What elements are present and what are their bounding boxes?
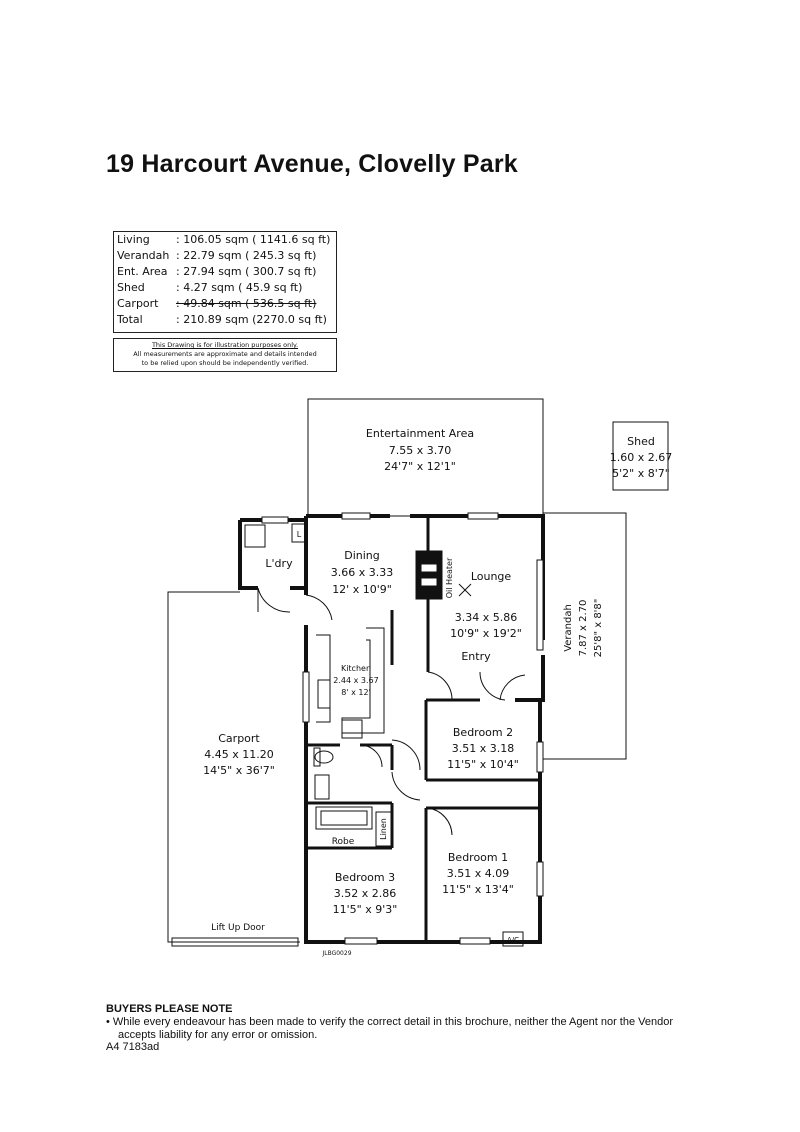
bedroom2-name: Bedroom 2 [453,726,513,739]
area-label: Verandah [117,249,170,262]
lift-up-door-label: Lift Up Door [211,923,265,933]
area-value: : 106.05 sqm ( 1141.6 sq ft) [176,233,331,246]
bedroom1-name: Bedroom 1 [448,851,508,864]
drawing-ref-label: JLBG0029 [321,950,351,957]
area-row-ent-area: Ent. Area : 27.94 sqm ( 300.7 sq ft) [114,264,336,280]
area-label: Living [117,233,150,246]
buyers-note-heading: BUYERS PLEASE NOTE [106,1003,233,1015]
area-value: : 4.27 sqm ( 45.9 sq ft) [176,281,303,294]
lift-up-door [171,937,299,947]
page-title: 19 Harcourt Avenue, Clovelly Park [106,150,518,178]
buyers-note: BUYERS PLEASE NOTE • While every endeavo… [106,1003,708,1042]
lounge-metric: 3.34 x 5.86 [455,611,518,624]
area-row-total: Total : 210.89 sqm (2270.0 sq ft) [114,312,336,328]
laundry-name: L'dry [265,557,293,570]
kitchen-sink [317,679,331,709]
kitchen-bench-left [316,634,331,723]
area-value: : 210.89 sqm (2270.0 sq ft) [176,313,327,326]
ent-area-imperial: 24'7" x 12'1" [384,460,456,473]
carport-name: Carport [218,732,260,745]
bedroom1-imperial: 11'5" x 13'4" [442,883,514,896]
robe-label: Robe [332,837,355,847]
bedroom2-metric: 3.51 x 3.18 [452,742,515,755]
toilet [314,750,334,764]
bedroom3-name: Bedroom 3 [335,871,395,884]
oil-heater-label: Oil Heater [445,557,454,598]
area-value: : 49.84 sqm ( 536.5 sq ft) [176,297,317,310]
shed-outline [612,421,669,491]
area-label: Shed [117,281,145,294]
kitchen-name: Kitchen [341,664,371,673]
bath [315,806,373,830]
fixtures [244,523,524,947]
carport-outline [167,591,300,943]
ac-unit [502,931,524,947]
disclaimer-line: to be relied upon should be independentl… [141,359,309,367]
disclaimer-line: All measurements are approximate and det… [133,350,317,358]
verandah-outline [543,512,627,760]
cooktop [341,719,363,739]
door-swings [257,587,526,836]
disclaimer-line: This Drawing is for illustration purpose… [151,341,299,349]
ac-label: A/C [507,936,519,944]
buyers-note-text: • While every endeavour has been made to… [106,1016,674,1041]
area-label: Ent. Area [117,265,168,278]
bedroom3-imperial: 11'5" x 9'3" [333,903,398,916]
bedroom2-imperial: 11'5" x 10'4" [447,758,519,771]
linen-label: Linen [379,818,388,840]
entertainment-area-outline [307,398,544,517]
dining-metric: 3.66 x 3.33 [331,566,394,579]
dining-name: Dining [344,549,380,562]
dining-imperial: 12' x 10'9" [332,583,392,596]
shed-metric: 1.60 x 2.67 [610,451,673,464]
brochure-reference: A4 7183ad [106,1041,160,1053]
area-row-living: Living : 106.05 sqm ( 1141.6 sq ft) [114,232,336,248]
interior-walls [308,516,540,942]
verandah-name: Verandah [563,604,574,652]
verandah-imperial: 25'8" x 8'8" [593,599,604,658]
area-summary-table: Living : 106.05 sqm ( 1141.6 sq ft) Veran… [113,231,337,333]
area-label: Carport [117,297,159,310]
area-value: : 27.94 sqm ( 300.7 sq ft) [176,265,317,278]
carport-imperial: 14'5" x 36'7" [203,764,275,777]
kitchen-imperial: 8' x 12' [341,688,371,697]
ent-area-metric: 7.55 x 3.70 [389,444,452,457]
entry-label: Entry [461,650,491,663]
basin [314,774,330,800]
fireplace [415,550,443,600]
area-row-shed: Shed : 4.27 sqm ( 45.9 sq ft) [114,280,336,296]
bedroom3-metric: 3.52 x 2.86 [334,887,397,900]
lounge-imperial: 10'9" x 19'2" [450,627,522,640]
kitchen-metric: 2.44 x 3.67 [333,676,378,685]
disclaimer-box: This Drawing is for illustration purpose… [113,338,337,372]
area-row-carport: Carport : 49.84 sqm ( 536.5 sq ft) [114,296,336,312]
laundry-l-label: L [297,530,302,539]
area-label: Total [117,313,143,326]
area-row-verandah: Verandah : 22.79 sqm ( 245.3 sq ft) [114,248,336,264]
windows [261,512,544,945]
bedroom1-metric: 3.51 x 4.09 [447,867,510,880]
laundry-trough [244,524,266,548]
laundry-cupboard [291,523,307,543]
shed-imperial: 5'2" x 8'7" [612,467,670,480]
verandah-metric: 7.87 x 2.70 [578,600,589,657]
lounge-name: Lounge [471,570,512,583]
ent-area-name: Entertainment Area [366,427,474,440]
area-value: : 22.79 sqm ( 245.3 sq ft) [176,249,317,262]
carport-metric: 4.45 x 11.20 [204,748,274,761]
shed-name: Shed [627,435,655,448]
linen-cupboard [375,811,393,847]
